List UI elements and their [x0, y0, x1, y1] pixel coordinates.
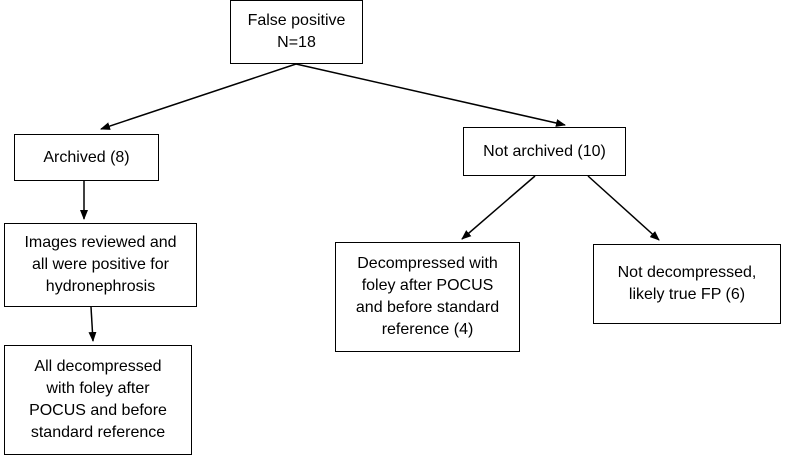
node-archived: Archived (8)	[14, 134, 159, 181]
arrow-not-archived-to-not-decompressed	[587, 175, 660, 241]
node-not-archived: Not archived (10)	[463, 127, 626, 176]
node-line: hydronephrosis	[45, 278, 156, 295]
node-line: Images reviewed and	[24, 234, 177, 251]
node-line: Archived (8)	[43, 148, 130, 166]
node-line: N=18	[277, 34, 316, 51]
node-line: and before standard	[355, 299, 500, 316]
node-line: all were positive for	[32, 256, 169, 273]
arrow-images-to-all-decompressed	[88, 306, 97, 342]
node-decompressed-with-foley: Decompressed with foley after POCUS and …	[335, 242, 520, 352]
node-line: All decompressed	[34, 358, 162, 375]
node-line: Decompressed with	[357, 255, 498, 272]
node-line: Not archived (10)	[483, 142, 606, 160]
node-line: standard reference	[30, 424, 166, 441]
node-line: False positive	[247, 12, 346, 29]
node-images-reviewed: Images reviewed and all were positive fo…	[4, 223, 197, 307]
node-line: POCUS and before	[29, 402, 167, 419]
node-line: Not decompressed,	[617, 264, 757, 281]
arrow-not-archived-to-decompressed	[461, 175, 536, 240]
node-not-decompressed: Not decompressed, likely true FP (6)	[593, 244, 781, 324]
node-line: reference (4)	[381, 321, 474, 338]
arrow-root-to-not-archived	[295, 63, 566, 127]
node-false-positive: False positive N=18	[230, 0, 363, 64]
node-line: likely true FP (6)	[628, 286, 746, 303]
node-line: foley after POCUS	[361, 277, 494, 294]
node-all-decompressed: All decompressed with foley after POCUS …	[4, 345, 192, 455]
node-line: with foley after	[46, 380, 150, 397]
arrow-root-to-archived	[100, 63, 297, 130]
